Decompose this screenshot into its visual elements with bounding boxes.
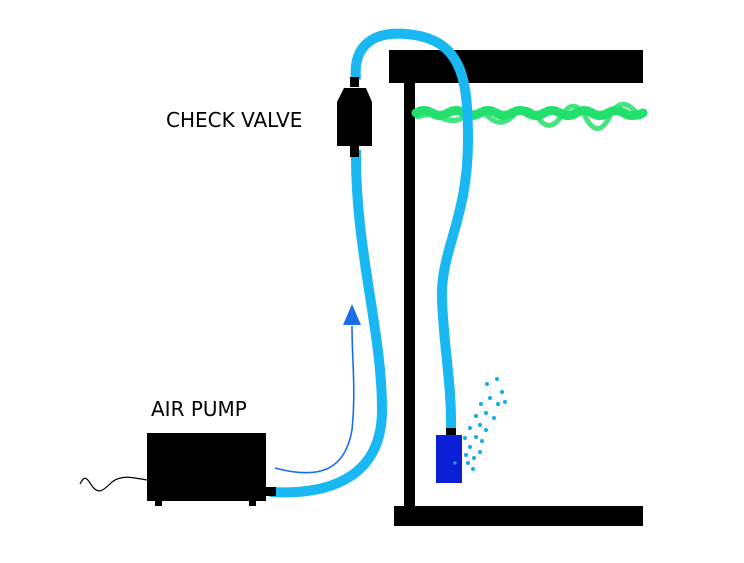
check-valve-label: CHECK VALVE [166,108,303,132]
bubble [467,425,473,431]
pump-foot-left [155,501,162,506]
water-surface [411,101,648,131]
bubble [502,399,508,405]
tank-top-rim [389,50,643,83]
pump-body [147,433,266,501]
bubble [473,413,479,419]
bubbles [462,376,508,472]
air-pump-label: AIR PUMP [151,397,247,421]
tank-side-wall [404,83,415,513]
bubble [471,455,477,461]
aquarium-tank [389,50,643,526]
tubing-valve-over-rim [350,28,474,433]
bubble [499,389,505,395]
stone-bubble [453,461,457,465]
bubble [483,410,489,416]
stone-connector [446,428,456,436]
airflow-line [274,325,355,474]
bubble [487,395,493,401]
air-tubing [269,28,474,498]
check-valve [337,77,372,157]
tank-bottom-base [394,506,643,526]
bubble [473,434,479,440]
bubble [479,438,485,444]
pump-foot-right [249,501,256,506]
valve-body [337,88,372,146]
bubble [470,466,476,472]
bubble [495,401,501,407]
bubble [462,435,468,441]
bubble [463,452,469,458]
bubble [478,401,484,407]
valve-bottom-nozzle [350,146,359,157]
bubble [483,427,489,433]
air-pump [79,433,276,506]
bubble [477,449,483,455]
stone-body [436,435,462,483]
bubble [465,460,471,466]
tubing-pump-to-valve [269,149,388,498]
bubble [494,376,500,382]
pump-outlet [266,487,276,496]
bubble [467,444,473,450]
bubble [484,381,490,387]
up-arrow-icon [343,304,361,325]
bubble [477,422,483,428]
cord-icon [79,476,148,492]
air-stone [436,428,462,483]
airflow-arrow [274,304,361,474]
valve-top-nozzle [350,77,359,87]
bubble [491,415,497,421]
